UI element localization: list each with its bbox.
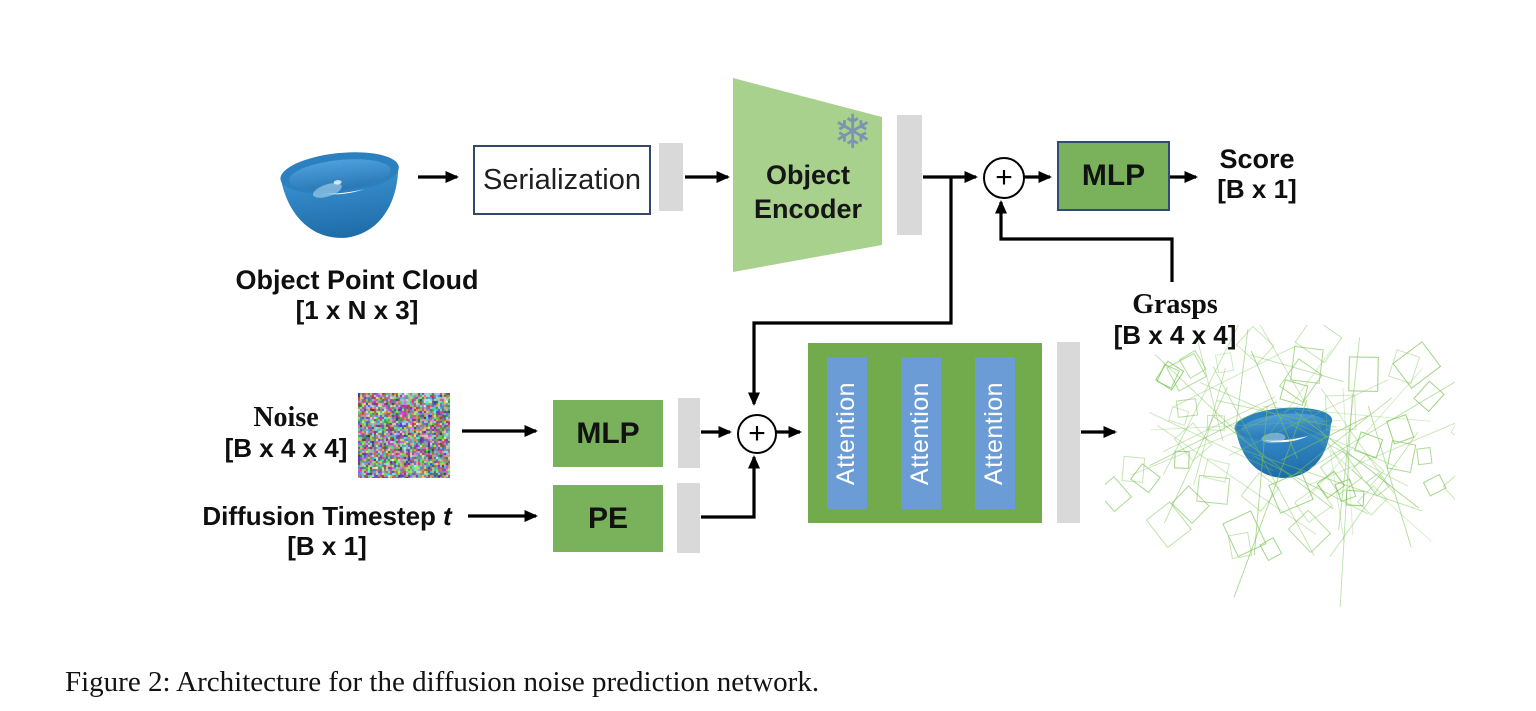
object-encoder-label: Object Encoder: [753, 160, 863, 224]
snowflake-icon: ❄: [833, 105, 873, 158]
plus-icon: +: [995, 161, 1013, 194]
grasps-label: Grasps [B x 4 x 4]: [1113, 289, 1237, 351]
object-point-cloud-image: [280, 152, 399, 238]
object-point-cloud-label: Object Point Cloud [1 x N x 3]: [235, 265, 479, 325]
feature-vector-bar: [1057, 342, 1080, 523]
attention-block-2: Attention: [901, 357, 941, 509]
feature-vector-bar: [897, 115, 922, 235]
figure-caption: Figure 2: Architecture for the diffusion…: [65, 666, 820, 698]
attention-block-3: Attention: [975, 357, 1015, 509]
noise-image: [358, 393, 450, 478]
attention-block-1: Attention: [827, 357, 867, 509]
noise-label: Noise [B x 4 x 4]: [224, 402, 348, 464]
add-operator-top: +: [983, 157, 1025, 199]
predicted-grasps-image: [1105, 325, 1455, 608]
feature-vector-bar: [678, 398, 700, 468]
attention-container: Attention Attention Attention: [808, 343, 1042, 523]
feature-vector-bar: [677, 483, 700, 553]
score-mlp-box: MLP: [1057, 141, 1170, 211]
plus-icon: +: [748, 417, 766, 450]
noise-mlp-box: MLP: [553, 400, 663, 467]
object-encoder-shape: [733, 78, 882, 272]
serialization-label: Serialization: [483, 163, 641, 196]
pe-box: PE: [553, 485, 663, 552]
add-operator-bottom: +: [737, 414, 777, 454]
feature-vector-bar: [659, 143, 683, 211]
serialization-box: Serialization: [473, 145, 651, 215]
score-label: Score [B x 1]: [1217, 144, 1297, 204]
